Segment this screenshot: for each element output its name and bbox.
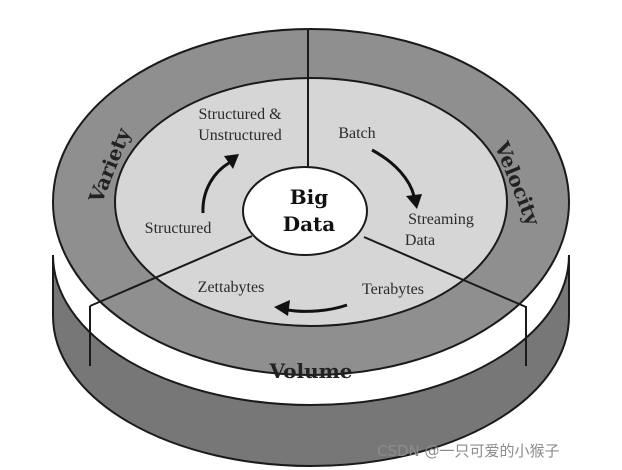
divider-right: [363, 236, 527, 308]
volume-arrow: [274, 300, 348, 316]
velocity-to-label-line1: Streaming: [408, 211, 474, 228]
variety-arrow: [201, 154, 239, 214]
disc-side-band: [52, 254, 570, 467]
watermark: CSDN @一只可爱的小猴子: [377, 442, 560, 460]
volume-to-label: Zettabytes: [198, 279, 265, 296]
divider-left: [89, 235, 253, 307]
velocity-from-label: Batch: [338, 125, 375, 142]
velocity-to-label-line2: Data: [405, 232, 435, 249]
variety-from-label: Structured: [145, 220, 212, 237]
center-label-big: Big: [290, 185, 329, 209]
volume-from-label: Terabytes: [362, 281, 424, 298]
variety-to-label-line1: Structured &: [198, 106, 282, 123]
outer-label-volume: Volume: [268, 359, 352, 383]
center-ellipse: [242, 166, 368, 256]
center-label-data: Data: [283, 212, 336, 236]
variety-to-label-line2: Unstructured: [198, 127, 282, 144]
velocity-arrow: [371, 148, 422, 209]
